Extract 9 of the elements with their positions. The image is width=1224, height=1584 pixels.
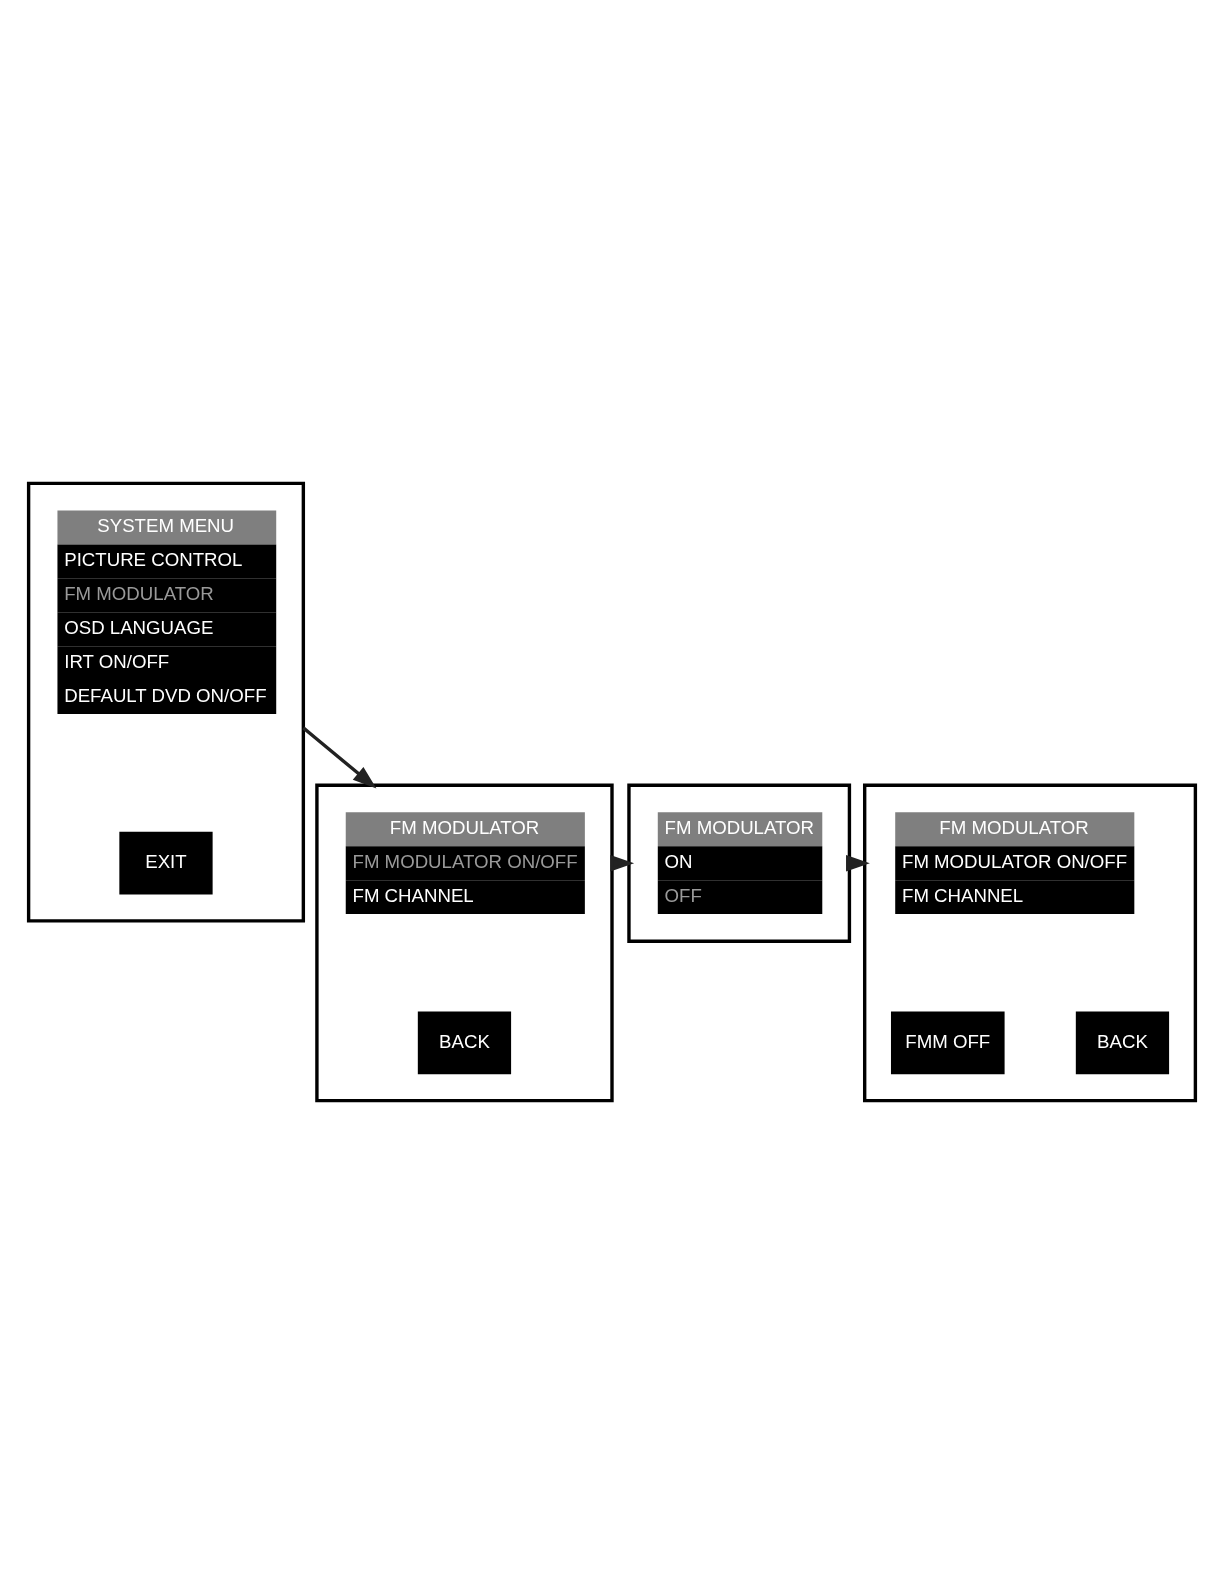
node-box: FMM OFF [890,1011,1005,1075]
arrow [302,726,377,789]
cluster [315,783,614,1103]
node-box: EXIT [119,831,213,895]
cluster [26,481,306,923]
cluster [863,783,1198,1103]
cluster [627,783,852,943]
node-box: BACK [1075,1011,1170,1075]
node-box: BACK [417,1011,512,1075]
